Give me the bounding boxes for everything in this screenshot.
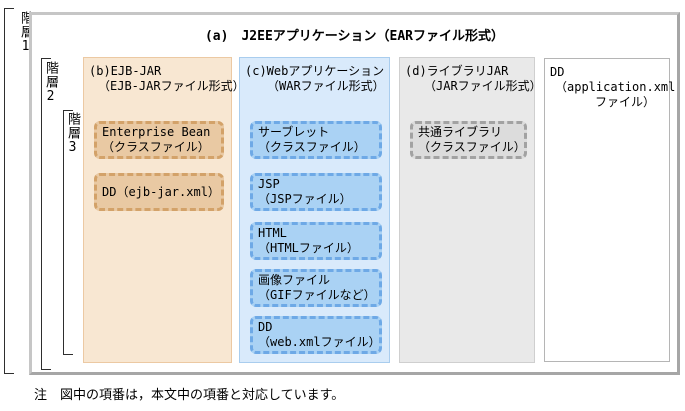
item-line: JSP [258,177,280,191]
ejb-jar-heading-line2: （EJB-JARファイル形式） [98,79,245,93]
library-jar-column: (d)ライブラリJAR （JARファイル形式） 共通ライブラリ （クラスファイル… [399,57,542,363]
footnote: 注 図中の項番は，本文中の項番と対応しています。 [34,388,345,403]
html-box: HTML （HTMLファイル） [250,222,382,260]
app-dd-heading-line2: （application.xml [555,80,676,94]
item-line: （クラスファイル） [418,140,526,154]
enterprise-bean-box: Enterprise Bean （クラスファイル） [94,121,224,159]
item-line: 画像ファイル [258,273,331,287]
jsp-box: JSP （JSPファイル） [250,173,382,211]
item-line: DD [258,320,273,334]
common-library-box: 共通ライブラリ （クラスファイル） [410,121,527,159]
item-line: （HTMLファイル） [258,241,359,255]
diagram-title: (a) J2EEアプリケーション（EARファイル形式） [204,29,504,44]
item-line: （JSPファイル） [258,192,352,206]
item-line: DD（ejb-jar.xml） [102,184,220,199]
hierarchy-3-label: 階層3 [65,112,80,156]
item-line: HTML [258,226,287,240]
ejb-jar-column: (b)EJB-JAR （EJB-JARファイル形式） Enterprise Be… [83,57,245,363]
hierarchy-3-bracket [63,110,73,355]
library-jar-heading-line2: （JARファイル形式） [424,79,542,93]
web-app-heading-line1: (c)Webアプリケーション [245,64,385,78]
item-line: Enterprise Bean [102,125,211,139]
library-jar-heading-line1: (d)ライブラリJAR [405,64,509,78]
item-line: サーブレット [258,125,330,139]
servlet-box: サーブレット （クラスファイル） [250,121,382,159]
item-line: （クラスファイル） [102,140,210,154]
hierarchy-2-bracket [41,58,51,370]
web-application-column: (c)Webアプリケーション （WARファイル形式） サーブレット （クラスファ… [239,57,390,363]
hierarchy-2-label: 階層2 [43,61,58,105]
ejb-jar-heading-line1: (b)EJB-JAR [89,64,162,78]
item-line: 共通ライブラリ [418,125,503,139]
app-dd-heading-line1: DD [550,65,565,79]
app-dd-heading-line3: ファイル） [594,95,655,109]
item-line: （クラスファイル） [258,140,366,154]
image-file-box: 画像ファイル （GIFファイルなど） [250,269,382,307]
item-line: （GIFファイルなど） [258,288,376,302]
ejb-dd-box: DD（ejb-jar.xml） [94,173,224,211]
web-app-heading-line2: （WARファイル形式） [267,79,385,93]
hierarchy-1-bracket [4,8,14,374]
web-dd-box: DD （web.xmlファイル） [250,316,382,354]
item-line: （web.xmlファイル） [258,335,381,349]
application-xml-dd-column: DD （application.xml ファイル） [544,58,676,362]
